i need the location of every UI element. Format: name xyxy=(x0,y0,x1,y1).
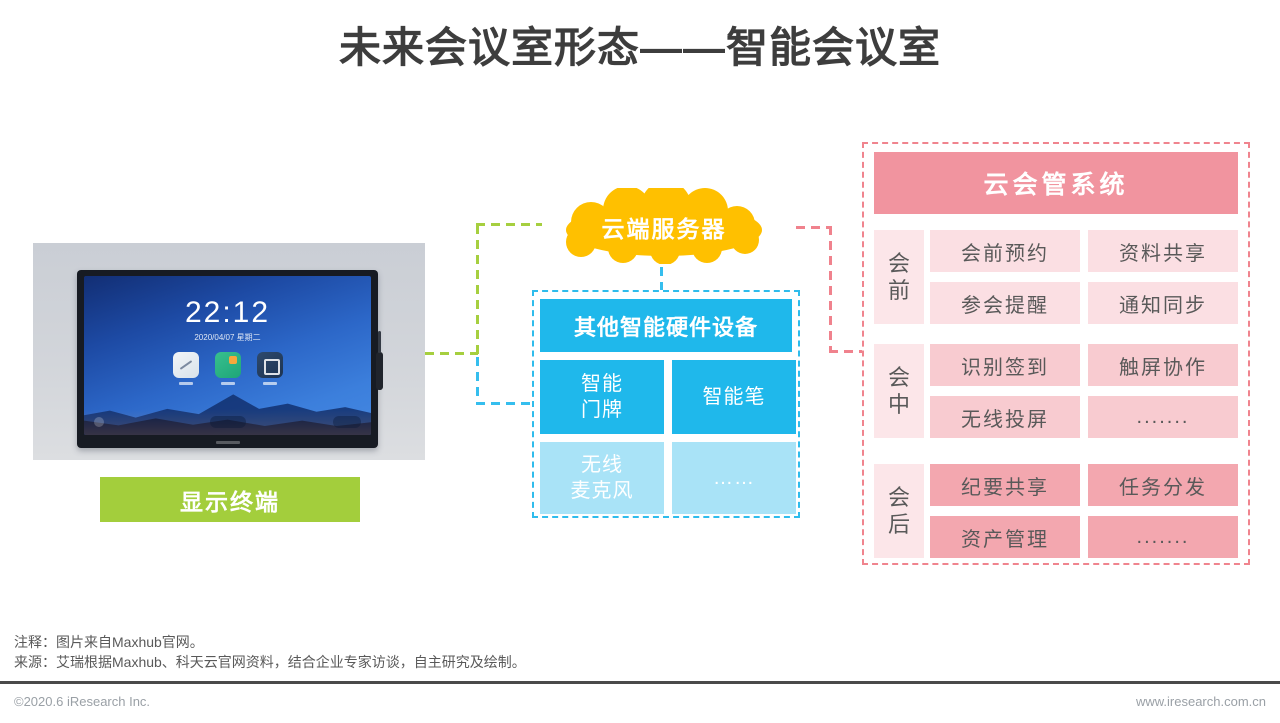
mountain-silhouette-front xyxy=(84,418,371,435)
section-post-meeting: 会后 纪要共享 任务分发 资产管理 ....... xyxy=(864,464,1248,558)
connector-pink-down xyxy=(829,226,832,353)
meeting-cell: ....... xyxy=(1088,396,1238,438)
meeting-app-icon xyxy=(256,352,283,385)
smart-hardware-header: 其他智能硬件设备 xyxy=(540,299,792,352)
meeting-cell: 纪要共享 xyxy=(930,464,1080,506)
screen-home-button xyxy=(94,417,104,427)
section-in-meeting: 会中 识别签到 触屏协作 无线投屏 ....... xyxy=(864,344,1248,438)
meeting-cell: 任务分发 xyxy=(1088,464,1238,506)
footer-divider xyxy=(0,681,1280,684)
app-caption xyxy=(220,382,235,385)
source-line: 来源：艾瑞根据Maxhub、科天云官网资料，结合企业专家访谈，自主研究及绘制。 xyxy=(14,654,526,671)
screen-date: 2020/04/07 星期二 xyxy=(194,333,261,342)
hardware-cell-more: …… xyxy=(672,442,796,514)
cloud-server: 云端服务器 xyxy=(533,181,795,265)
stylus-pen xyxy=(376,352,383,390)
meeting-system-header: 云会管系统 xyxy=(874,152,1238,214)
display-terminal-photo: 22:12 2020/04/07 星期二 xyxy=(33,243,425,460)
phase-label-text: 会中 xyxy=(887,364,910,418)
connector-cloud-right xyxy=(796,226,832,229)
cloud-shape xyxy=(566,181,762,265)
phase-label-mid: 会中 xyxy=(874,344,924,438)
display-screen: 22:12 2020/04/07 星期二 xyxy=(84,276,371,435)
all-apps-pill xyxy=(209,416,246,428)
app-caption xyxy=(262,382,277,385)
input-source-pill xyxy=(333,416,361,428)
phase-label-pre: 会前 xyxy=(874,230,924,324)
meeting-cell: ....... xyxy=(1088,516,1238,558)
connector-to-system-panel xyxy=(829,350,862,353)
whiteboard-app-icon xyxy=(172,352,199,385)
cloud-server-label: 云端服务器 xyxy=(601,216,727,242)
page-title: 未来会议室形态——智能会议室 xyxy=(338,24,941,71)
meeting-cell: 无线投屏 xyxy=(930,396,1080,438)
copyright-text: ©2020.6 iResearch Inc. xyxy=(14,694,151,709)
app-caption xyxy=(178,382,193,385)
meeting-cell: 资产管理 xyxy=(930,516,1080,558)
meeting-cell: 参会提醒 xyxy=(930,282,1080,324)
connector-display-to-junction xyxy=(425,352,478,355)
phase-label-post: 会后 xyxy=(874,464,924,558)
connector-junction-up xyxy=(476,225,479,354)
meeting-cell: 识别签到 xyxy=(930,344,1080,386)
hardware-cell-wireless-mic: 无线 麦克风 xyxy=(540,442,664,514)
section-pre-meeting: 会前 会前预约 资料共享 参会提醒 通知同步 xyxy=(864,230,1248,324)
source-notes: 注释：图片来自Maxhub官网。 来源：艾瑞根据Maxhub、科天云官网资料，结… xyxy=(14,632,526,673)
smart-display-device: 22:12 2020/04/07 星期二 xyxy=(77,270,378,448)
device-logo xyxy=(215,441,240,444)
connector-junction-down xyxy=(476,357,479,404)
meeting-cell: 资料共享 xyxy=(1088,230,1238,272)
smart-hardware-box: 其他智能硬件设备 智能 门牌 智能笔 无线 麦克风 …… xyxy=(532,290,800,518)
meeting-cell: 通知同步 xyxy=(1088,282,1238,324)
connector-to-cloud xyxy=(476,223,542,226)
screen-clock: 22:12 xyxy=(184,296,271,329)
hardware-cell-door-sign: 智能 门牌 xyxy=(540,360,664,434)
connector-to-hardware-box xyxy=(476,402,532,405)
display-terminal-label: 显示终端 xyxy=(100,477,360,522)
phase-label-text: 会后 xyxy=(887,484,910,538)
meeting-system-panel: 云会管系统 会前 会前预约 资料共享 参会提醒 通知同步 会中 识别签到 触屏协… xyxy=(862,142,1250,565)
website-url: www.iresearch.com.cn xyxy=(1135,694,1266,709)
hardware-cell-smart-pen: 智能笔 xyxy=(672,360,796,434)
meeting-cell: 会前预约 xyxy=(930,230,1080,272)
city-glow xyxy=(84,409,371,435)
phase-label-text: 会前 xyxy=(887,250,910,304)
app-icons-row xyxy=(84,352,371,385)
meeting-cell: 触屏协作 xyxy=(1088,344,1238,386)
screenshare-app-icon xyxy=(214,352,241,385)
note-line: 注释：图片来自Maxhub官网。 xyxy=(14,634,204,650)
connector-cloud-to-hardware xyxy=(660,252,663,290)
stylus-pen-tip xyxy=(378,331,381,353)
